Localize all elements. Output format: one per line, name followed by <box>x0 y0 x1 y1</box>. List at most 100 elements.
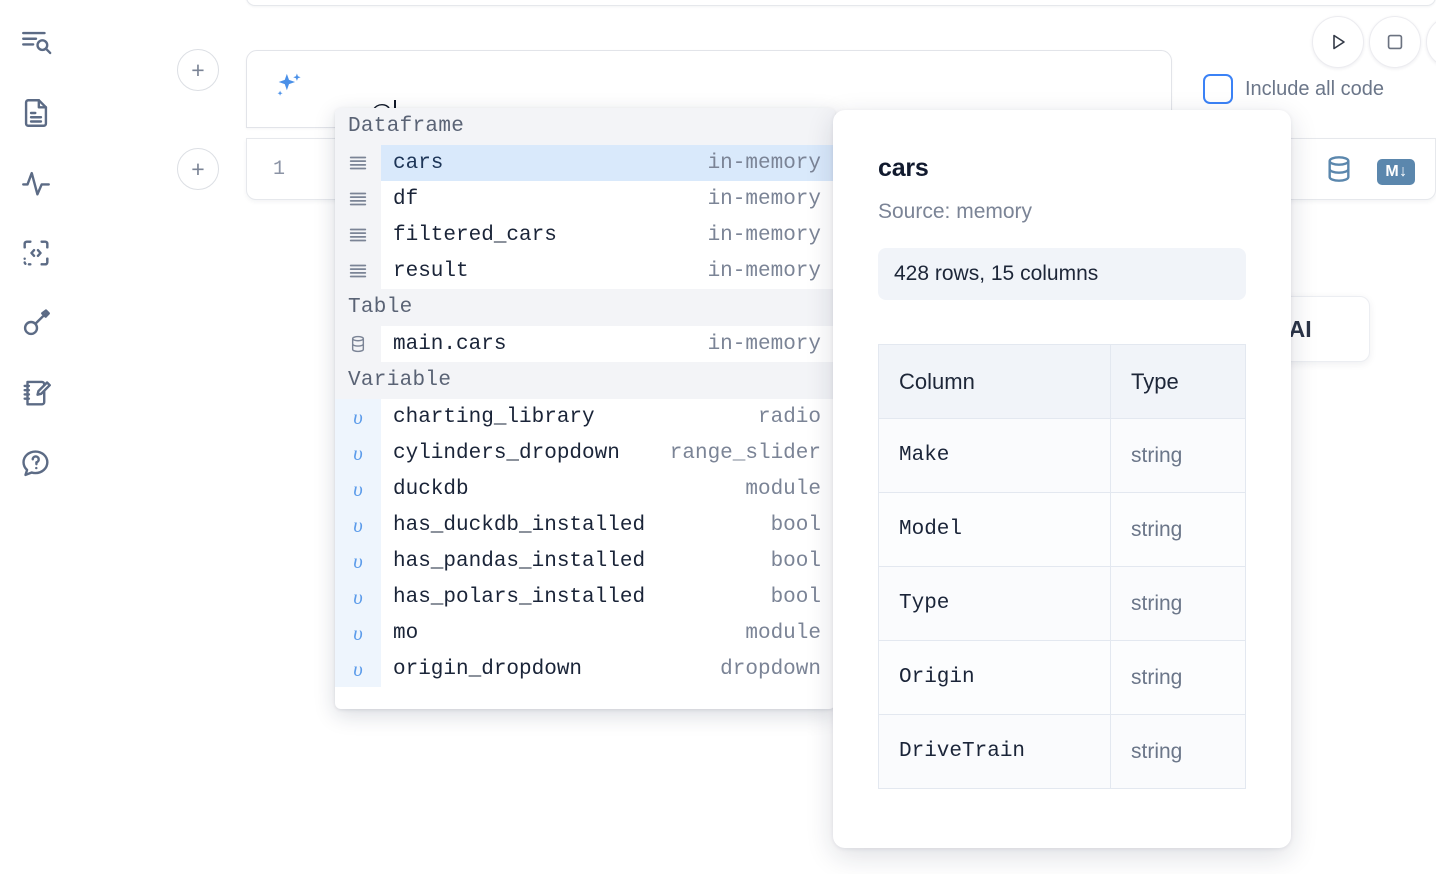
include-all-code-checkbox[interactable] <box>1203 74 1233 104</box>
autocomplete-item-name: charting_library <box>393 405 595 429</box>
add-cell-below-button[interactable]: + <box>177 148 219 190</box>
autocomplete-item-type: bool <box>770 549 821 573</box>
autocomplete-item-type: module <box>745 477 821 501</box>
markdown-arrow: ↓ <box>1399 162 1407 180</box>
autocomplete-item-name: main.cars <box>393 332 507 356</box>
schema-column-name: Origin <box>878 640 1111 715</box>
schema-column-name: Make <box>878 418 1111 493</box>
autocomplete-item[interactable]: main.cars in-memory <box>335 326 835 362</box>
dataframe-rows-icon <box>335 145 381 181</box>
variable-icon: υ <box>335 615 381 651</box>
autocomplete-item-body: has_duckdb_installed bool <box>381 507 835 543</box>
autocomplete-item[interactable]: υ has_duckdb_installed bool <box>335 507 835 543</box>
autocomplete-section-header: Table <box>335 289 835 326</box>
detail-title: cars <box>878 154 929 182</box>
autocomplete-item-type: module <box>745 621 821 645</box>
schema-column-type: string <box>1110 714 1246 789</box>
activity-pulse-icon[interactable] <box>12 158 60 208</box>
autocomplete-item[interactable]: υ charting_library radio <box>335 399 835 435</box>
key-secrets-icon[interactable] <box>12 298 60 348</box>
schema-column-type: string <box>1110 566 1246 641</box>
scratchpad-edit-icon[interactable] <box>12 368 60 418</box>
include-all-code-row[interactable]: Include all code <box>1203 74 1384 104</box>
help-chat-icon[interactable] <box>12 438 60 488</box>
autocomplete-item-body: charting_library radio <box>381 399 835 435</box>
schema-column-name: Type <box>878 566 1111 641</box>
autocomplete-item-type: range_slider <box>669 441 821 465</box>
stop-button[interactable] <box>1369 16 1421 68</box>
autocomplete-item[interactable]: υ has_polars_installed bool <box>335 579 835 615</box>
autocomplete-item-name: has_polars_installed <box>393 585 646 609</box>
autocomplete-item-type: bool <box>770 513 821 537</box>
autocomplete-item-name: origin_dropdown <box>393 657 583 681</box>
autocomplete-section-header: Variable <box>335 362 835 399</box>
autocomplete-item-type: dropdown <box>720 657 821 681</box>
include-all-code-label: Include all code <box>1245 77 1384 100</box>
variable-icon: υ <box>335 471 381 507</box>
detail-shape-badge: 428 rows, 15 columns <box>878 248 1246 300</box>
more-actions-button[interactable] <box>1426 16 1436 68</box>
autocomplete-item[interactable]: υ origin_dropdown dropdown <box>335 651 835 687</box>
autocomplete-item-type: bool <box>770 585 821 609</box>
file-document-icon[interactable] <box>12 88 60 138</box>
variable-icon: υ <box>335 399 381 435</box>
markdown-icon[interactable]: M↓ <box>1377 158 1415 185</box>
column-header-column: Column <box>878 344 1111 419</box>
autocomplete-item-name: cylinders_dropdown <box>393 441 620 465</box>
left-icon-rail <box>0 0 72 874</box>
explore-outline-icon[interactable] <box>12 18 60 68</box>
autocomplete-item-type: in-memory <box>707 187 821 211</box>
detail-source: Source: memory <box>878 200 1033 223</box>
variable-detail-panel: cars Source: memory 428 rows, 15 columns… <box>833 110 1291 848</box>
database-icon[interactable] <box>1323 153 1355 190</box>
markdown-letter: M <box>1385 162 1399 180</box>
schema-column-name: DriveTrain <box>878 714 1111 789</box>
autocomplete-item-name: filtered_cars <box>393 223 557 247</box>
table-header-row: Column Type <box>878 344 1246 419</box>
autocomplete-item-name: has_duckdb_installed <box>393 513 646 537</box>
variable-icon: υ <box>335 579 381 615</box>
autocomplete-item-body: has_polars_installed bool <box>381 579 835 615</box>
cell-above-stub <box>246 0 1436 6</box>
variable-icon: υ <box>335 507 381 543</box>
variable-icon: υ <box>335 651 381 687</box>
autocomplete-item-type: in-memory <box>707 332 821 356</box>
database-icon <box>335 326 381 362</box>
autocomplete-item-type: in-memory <box>707 259 821 283</box>
autocomplete-item-body: cylinders_dropdown range_slider <box>381 435 835 471</box>
cell-action-icons: M↓ <box>1323 153 1415 190</box>
line-number: 1 <box>273 158 286 181</box>
autocomplete-item-body: main.cars in-memory <box>381 326 835 362</box>
code-snippet-icon[interactable] <box>12 228 60 278</box>
autocomplete-item-type: radio <box>757 405 821 429</box>
dataframe-rows-icon <box>335 217 381 253</box>
run-button[interactable] <box>1312 16 1364 68</box>
dataframe-rows-icon <box>335 253 381 289</box>
dataframe-rows-icon <box>335 181 381 217</box>
schema-column-type: string <box>1110 418 1246 493</box>
add-cell-above-button[interactable]: + <box>177 49 219 91</box>
sparkle-icon <box>271 69 305 103</box>
schema-column-type: string <box>1110 640 1246 715</box>
autocomplete-item-name: duckdb <box>393 477 469 501</box>
